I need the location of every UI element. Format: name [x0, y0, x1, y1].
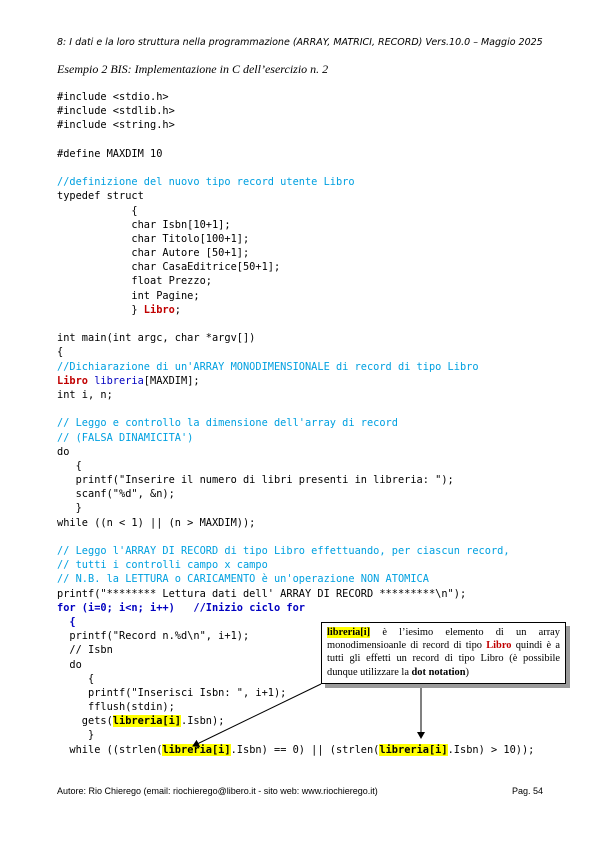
code-line: do — [57, 658, 82, 671]
code-line: { — [57, 615, 76, 628]
code-line: Libro libreria[MAXDIM]; — [57, 374, 534, 388]
code-text: ; — [174, 303, 181, 316]
code-line: { — [57, 346, 64, 359]
code-line: int Pagine; — [57, 289, 200, 302]
code-text: .Isbn) == 0) || (strlen( — [230, 743, 380, 756]
highlight-libreria-i: libreria[i] — [112, 715, 181, 728]
code-line: #include <string.h> — [57, 119, 175, 132]
code-comment: //definizione del nuovo tipo record uten… — [57, 176, 355, 189]
code-line: printf("Record n.%d\n", i+1); — [57, 630, 250, 643]
type-name-libro: Libro — [143, 303, 175, 316]
blank-line — [57, 530, 534, 544]
highlight-libreria-i: libreria[i] — [162, 743, 231, 756]
type-name-libro: Libro — [57, 374, 88, 387]
code-text: .Isbn) > 10)); — [447, 743, 535, 756]
blank-line — [57, 317, 534, 331]
code-text: [MAXDIM]; — [143, 374, 200, 387]
code-line: char Titolo[100+1]; — [57, 232, 250, 245]
code-comment: // Leggo e controllo la dimensione dell'… — [57, 417, 398, 430]
page-number: Pag. 54 — [511, 786, 543, 796]
code-line: // Isbn — [57, 644, 113, 657]
code-comment: //Dichiarazione di un'ARRAY MONODIMENSIO… — [57, 360, 479, 373]
code-text: while ((strlen( — [57, 743, 163, 756]
code-line-for: for (i=0; i<n; i++) //Inizio ciclo for — [57, 601, 534, 615]
code-line: printf("Inserire il numero di libri pres… — [57, 474, 454, 487]
code-line: { — [57, 459, 82, 472]
footer-author: Autore: Rio Chierego (email: riochierego… — [57, 786, 378, 796]
code-line: { — [57, 204, 138, 217]
code-line: { — [57, 672, 95, 685]
code-comment: // (FALSA DINAMICITA') — [57, 431, 194, 444]
code-line: printf("Inserisci Isbn: ", i+1); — [57, 686, 287, 699]
page-footer: Autore: Rio Chierego (email: riochierego… — [57, 786, 543, 796]
code-line: #include <stdio.h> — [57, 91, 169, 103]
code-line: while ((strlen(libreria[i].Isbn) == 0) |… — [57, 743, 534, 757]
blank-line — [57, 133, 534, 147]
code-line: fflush(stdin); — [57, 701, 175, 714]
for-comment: //Inizio ciclo for — [174, 601, 305, 614]
code-line: int i, n; — [57, 388, 113, 401]
code-line: typedef struct — [57, 190, 144, 203]
code-line: float Prezzo; — [57, 275, 212, 288]
code-text: } — [57, 303, 144, 316]
code-line: do — [57, 445, 70, 458]
blank-line — [57, 402, 534, 416]
callout-text: è l’iesimo elemento di un array monodime… — [327, 627, 560, 652]
code-listing: #include <stdio.h> #include <stdlib.h> #… — [57, 90, 534, 757]
callout-libro: Libro — [486, 640, 512, 652]
code-line: char Autore [50+1]; — [57, 247, 250, 260]
code-line: while ((n < 1) || (n > MAXDIM)); — [57, 516, 256, 529]
code-line: char Isbn[10+1]; — [57, 218, 231, 231]
callout-dot-notation: dot notation — [411, 666, 466, 678]
callout-box: libreria[i] è l’iesimo elemento di un ar… — [321, 622, 566, 684]
code-line: int main(int argc, char *argv[]) — [57, 332, 256, 345]
code-text: .Isbn); — [181, 715, 225, 728]
blank-line — [57, 161, 534, 175]
code-line: char CasaEditrice[50+1]; — [57, 261, 281, 274]
callout-term: libreria[i] — [327, 627, 371, 638]
code-line: printf("******** Lettura dati dell' ARRA… — [57, 587, 467, 600]
code-comment: // N.B. la LETTURA o CARICAMENTO è un'op… — [57, 573, 429, 586]
callout-text: quindi è a tutti gli effetti un record d… — [327, 640, 560, 678]
page-header: 8: I dati e la loro struttura nella prog… — [57, 37, 543, 48]
code-line: } — [57, 729, 95, 742]
code-line: gets(libreria[i].Isbn); — [57, 714, 534, 728]
code-line: #include <stdlib.h> — [57, 105, 175, 118]
for-statement: for (i=0; i<n; i++) — [57, 601, 175, 614]
code-line: } Libro; — [57, 303, 534, 317]
example-title: Esempio 2 BIS: Implementazione in C dell… — [57, 62, 329, 76]
code-comment: // Leggo l'ARRAY DI RECORD di tipo Libro… — [57, 545, 510, 557]
code-line: scanf("%d", &n); — [57, 488, 175, 501]
callout-text: ) — [465, 666, 469, 678]
code-text: gets( — [57, 715, 113, 728]
code-line: #define MAXDIM 10 — [57, 147, 163, 160]
highlight-libreria-i: libreria[i] — [379, 743, 448, 756]
code-line: } — [57, 502, 82, 515]
code-comment: // tutti i controlli campo x campo — [57, 559, 268, 572]
variable-libreria: libreria — [88, 374, 144, 387]
